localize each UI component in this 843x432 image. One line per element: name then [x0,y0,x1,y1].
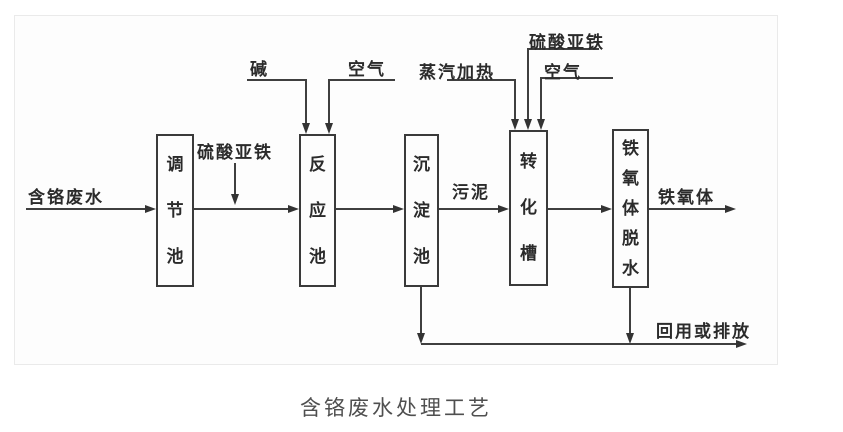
flow-line-conversion-to-dewatering [548,208,601,210]
label-ferrous-sulfate-1: 硫酸亚铁 [197,143,273,162]
input-line-steam-heating [447,79,515,81]
arrow-down-icon [511,119,519,130]
arrow-right-icon [288,205,299,213]
box-ferrite-dewatering: 铁氧体脱水 [612,129,649,288]
box-sedimentation-tank: 沉淀池 [404,134,439,287]
arrow-down-icon [524,119,532,130]
input-line-steam-heating-drop [514,79,516,119]
input-line-alkali-drop [305,79,307,123]
label-ferrite: 铁氧体 [658,188,715,207]
label-influent: 含铬废水 [28,188,104,207]
box-sedimentation-tank-label: 沉淀池 [412,154,430,266]
input-line-air-2-drop [540,77,542,119]
label-air-2: 空气 [544,63,582,82]
label-reuse-or-discharge: 回用或排放 [656,322,751,341]
arrow-down-icon [537,119,545,130]
arrow-down-icon [231,194,239,205]
arrow-right-icon [736,340,747,348]
arrow-right-icon [498,205,509,213]
box-conversion-tank: 转化槽 [509,130,548,286]
label-ferrous-sulfate-2: 硫酸亚铁 [529,33,605,52]
diagram-panel: 调节池 反应池 沉淀池 转化槽 铁氧体脱水 [14,15,778,365]
arrow-down-icon [626,333,634,344]
input-line-ferrous-sulfate-2-drop [527,48,529,119]
input-line-ferrous-sulfate-2 [527,48,599,50]
label-air-1: 空气 [348,60,386,79]
box-reaction-tank-label: 反应池 [308,154,326,266]
arrow-down-icon [302,123,310,134]
box-reaction-tank: 反应池 [299,134,336,287]
flow-line-ferrite-out [649,208,725,210]
input-line-alkali [247,79,306,81]
flow-line-influent [26,208,145,210]
arrow-right-icon [145,205,156,213]
arrow-down-icon [325,123,333,134]
arrow-right-icon [725,205,736,213]
arrow-right-icon [601,205,612,213]
flow-line-sludge [439,208,498,210]
flow-line-reaction-to-sedimentation [336,208,393,210]
box-ferrite-dewatering-label: 铁氧体脱水 [621,138,639,278]
dosing-line-ferrous-sulfate-1 [234,163,236,194]
drain-line-sedimentation [420,287,422,333]
arrow-right-icon [393,205,404,213]
box-regulating-tank: 调节池 [156,134,194,287]
box-regulating-tank-label: 调节池 [166,154,184,266]
input-line-air-1-drop [328,79,330,123]
label-sludge: 污泥 [452,183,490,202]
arrow-down-icon [417,333,425,344]
flow-line-reuse-or-discharge [421,343,736,345]
flow-line-regulating-to-reaction [194,208,288,210]
input-line-air-1 [328,79,395,81]
label-alkali: 碱 [250,60,269,79]
input-line-air-2 [540,77,613,79]
figure-caption: 含铬废水处理工艺 [300,397,492,420]
label-steam-heating: 蒸汽加热 [419,63,495,82]
drain-line-dewatering [629,288,631,333]
box-conversion-tank-label: 转化槽 [519,152,537,263]
